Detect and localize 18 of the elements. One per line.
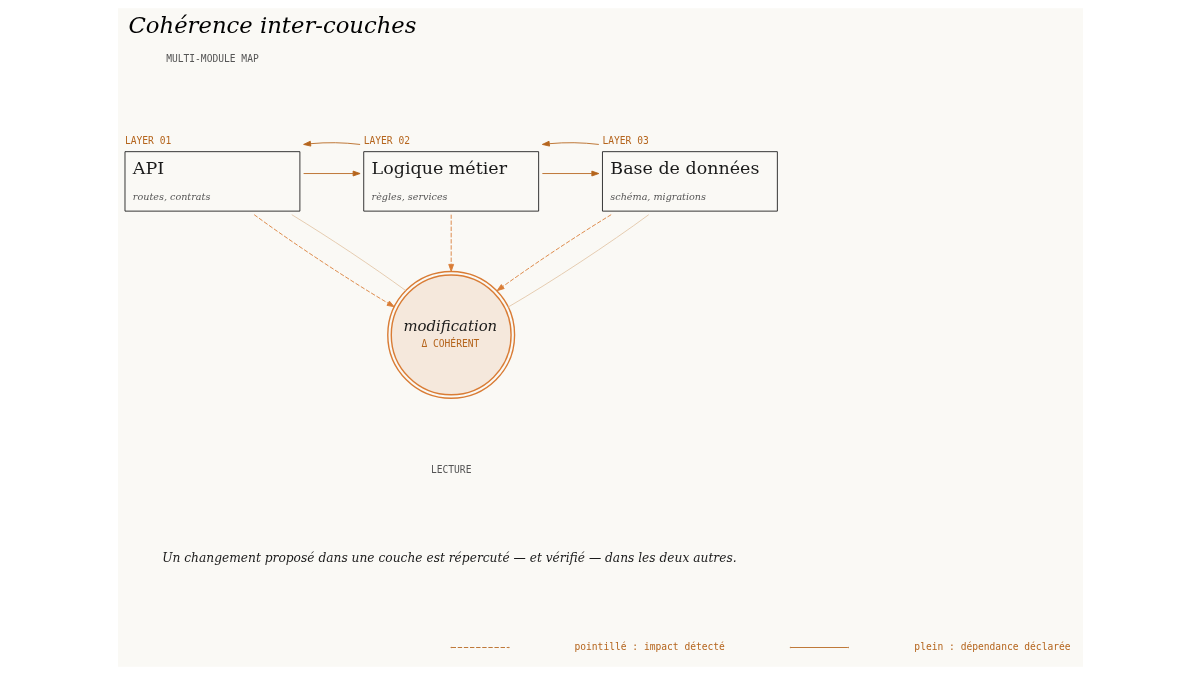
label: Un changement proposé dans une couche est répercuté — et vérifié — dans les deux autres.: [161, 550, 737, 565]
node-label: LAYER 03: [601, 134, 649, 146]
arrow: [541, 170, 599, 177]
legend-label: pointillé : impact détecté: [573, 640, 725, 652]
label: LECTURE: [430, 464, 471, 476]
arrow: [496, 214, 612, 292]
label: MULTI-MODULE MAP: [165, 53, 259, 65]
arrow: [541, 140, 599, 147]
node-label: LAYER 01: [124, 134, 171, 146]
arrow: [302, 140, 361, 147]
arrow: [447, 214, 454, 272]
node-label: LAYER 02: [363, 134, 410, 146]
connector: [290, 214, 406, 291]
connector: [507, 214, 649, 308]
legend-label: plein : dépendance déclarée: [913, 640, 1071, 652]
arrow: [302, 170, 361, 177]
diagram-title: Cohérence inter-couches: [127, 11, 416, 38]
arrow: [253, 214, 395, 308]
